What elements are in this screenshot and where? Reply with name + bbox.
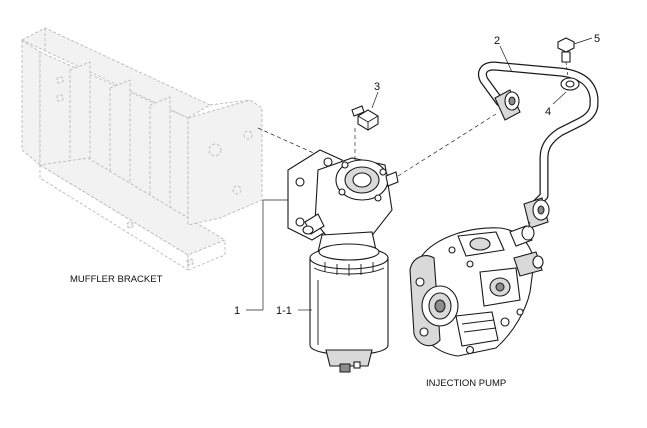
callout-3: 3 — [374, 81, 380, 93]
bolt — [351, 105, 379, 160]
callout-leaders — [246, 37, 593, 311]
muffler-bracket — [20, 27, 319, 271]
fuel-filter-assembly — [287, 149, 399, 373]
callout-1-1: 1-1 — [276, 305, 292, 317]
muffler-bracket-label: MUFFLER BRACKET — [70, 274, 163, 285]
fuel-pipe — [397, 61, 599, 229]
injection-pump — [409, 221, 544, 357]
callout-5: 5 — [594, 33, 600, 45]
injection-pump-label: INJECTION PUMP — [426, 378, 506, 389]
callout-2: 2 — [494, 35, 500, 47]
clip-bolt — [557, 37, 575, 79]
callout-1: 1 — [234, 305, 240, 317]
callout-4: 4 — [545, 106, 551, 118]
